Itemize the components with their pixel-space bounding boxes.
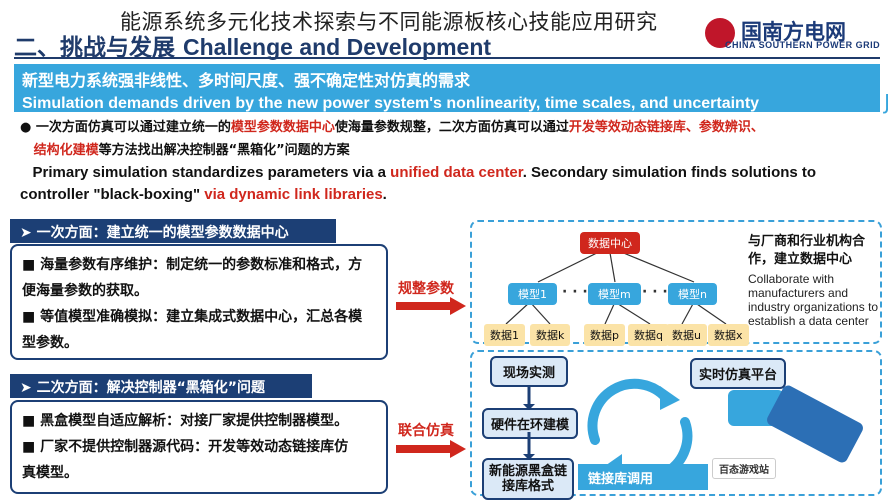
realtime-platform-box: 实时仿真平台 xyxy=(690,358,786,389)
tree-data-node: 数据x xyxy=(708,324,749,346)
section-title-cn: 二、挑战与发展 xyxy=(14,35,175,61)
tree-ellipsis: · · · xyxy=(562,284,588,300)
section2-box: ■ 黑盒模型自适应解析：对接厂家提供控制器模型。 ■ 厂家不提供控制器源代码：开… xyxy=(10,400,388,494)
watermark-badge: 百态游戏站 xyxy=(712,458,776,479)
summary-en-line-1: Primary simulation standardizes paramete… xyxy=(32,164,817,181)
link-call-arrow: 链接库调用 xyxy=(578,464,708,490)
summary-bullet: ● 一次方面仿真可以通过建立统一的模型参数数据中心使海量参数规整，二次方面仿真可… xyxy=(20,116,880,206)
header-divider xyxy=(14,57,880,59)
tree-ellipsis: · · · xyxy=(642,284,668,300)
collaborate-text-en: Collaborate with manufacturers and indus… xyxy=(748,272,879,328)
topic-banner: 新型电力系统强非线性、多时间尺度、强不确定性对仿真的需求 Simulation … xyxy=(14,64,888,114)
section2-item: ■ 厂家不提供控制器源代码：开发等效动态链接库仿 xyxy=(22,439,349,455)
tree-data-node: 数据p xyxy=(584,324,625,346)
right-arrow-icon xyxy=(396,440,466,458)
tree-root-node: 数据中心 xyxy=(580,232,640,254)
section1-header: ➤ 一次方面：建立统一的模型参数数据中心 xyxy=(10,219,336,243)
normalize-params-label: 规整参数 xyxy=(398,281,454,297)
summary-cn-line-1: ● 一次方面仿真可以通过建立统一的模型参数数据中心使海量参数规整，二次方面仿真可… xyxy=(20,120,764,135)
tree-data-node: 数据k xyxy=(530,324,571,346)
section1-item: ■ 等值模型准确模拟：建立集成式数据中心，汇总各模 xyxy=(22,309,363,325)
banner-text-cn: 新型电力系统强非线性、多时间尺度、强不确定性对仿真的需求 xyxy=(22,71,471,90)
joint-sim-label: 联合仿真 xyxy=(398,423,454,439)
overlay-title: 能源系统多元化技术探索与不同能源板核心技能应用研究 xyxy=(120,10,658,34)
section2-item: ■ 黑盒模型自适应解析：对接厂家提供控制器模型。 xyxy=(22,413,349,429)
tree-data-node: 数据u xyxy=(666,324,707,346)
tree-model-node: 模型1 xyxy=(508,283,557,305)
collaborate-text-cn: 与厂商和行业机构合作，建立数据中心 xyxy=(748,234,866,267)
section-title: 二、挑战与发展 Challenge and Development xyxy=(14,28,491,62)
section1-box: ■ 海量参数有序维护：制定统一的参数标准和格式，方 便海量参数的获取。 ■ 等值… xyxy=(10,244,388,360)
section1-item: ■ 海量参数有序维护：制定统一的参数标准和格式，方 xyxy=(22,257,363,273)
tree-model-node: 模型n xyxy=(668,283,717,305)
summary-cn-line-2: 结构化建模等方法找出解决控制器“黑箱化”问题的方案 xyxy=(33,143,350,158)
section2-header: ➤ 二次方面：解决控制器“黑箱化”问题 xyxy=(10,374,312,398)
tree-data-node: 数据1 xyxy=(484,324,525,346)
tree-data-node: 数据q xyxy=(628,324,669,346)
logo-emblem-icon xyxy=(705,18,735,48)
section1-item: 型参数。 xyxy=(22,335,78,351)
blackbox-format-box: 新能源黑盒链接库格式 xyxy=(482,458,574,500)
banner-mark: J xyxy=(884,90,888,114)
right-arrow-icon xyxy=(396,297,466,315)
section2-item: 真模型。 xyxy=(22,465,78,481)
logo-text-en: CHINA SOUTHERN POWER GRID xyxy=(725,40,881,50)
summary-en-line-2: controller "black-boxing" via dynamic li… xyxy=(20,186,387,203)
company-logo: 国南方电网 CHINA SOUTHERN POWER GRID xyxy=(705,14,883,54)
banner-text-en: Simulation demands driven by the new pow… xyxy=(22,95,760,112)
cosim-panel xyxy=(470,350,882,496)
section-title-en: Challenge and Development xyxy=(183,34,492,60)
section1-item: 便海量参数的获取。 xyxy=(22,283,148,299)
logo-text-cn: 国南方电网 xyxy=(741,20,846,44)
tree-model-node: 模型m xyxy=(588,283,641,305)
slide-header: 二、挑战与发展 Challenge and Development 国南方电网 … xyxy=(0,0,888,62)
